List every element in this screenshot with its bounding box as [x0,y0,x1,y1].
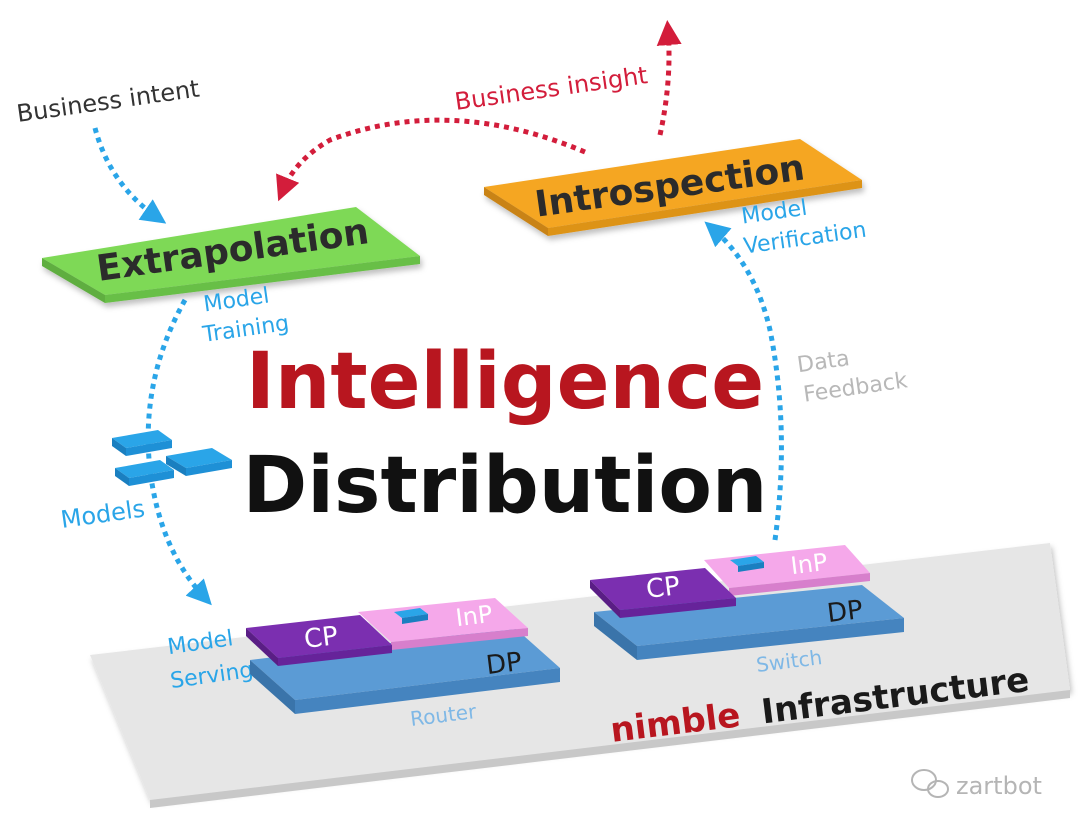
switch-dp-layer: DP [594,585,904,660]
models-icon [112,430,232,486]
router-dp-layer: DP [250,628,560,714]
router-inp-layer: InP [358,598,528,650]
data-feedback-line1: Data [796,346,851,378]
headline-intelligence: Intelligence [246,337,764,427]
business-intent-label: Business intent [15,75,201,128]
models-label: Models [59,494,147,533]
router-cp-layer: CP [246,615,392,666]
router-inp-label: InP [454,600,494,632]
router-cp-label: CP [302,621,339,655]
switch-inp-label: InP [789,548,829,580]
switch-cp-layer: CP [590,568,736,618]
watermark: zartbot [911,769,1042,800]
switch-dp-label: DP [825,595,864,629]
business-insight-label: Business insight [453,61,649,116]
data-feedback-arrow [704,221,784,541]
switch-cp-label: CP [644,571,681,605]
introspection-stage [484,139,862,236]
watermark-text: zartbot [956,772,1042,800]
router-device: DP InP CP Router [246,598,560,731]
extrapolation-stage [42,207,420,303]
wechat-icon [911,769,949,798]
headline-distribution: Distribution [243,441,768,531]
data-feedback-label: Data Feedback [796,346,910,407]
switch-device: DP InP CP Switch [590,545,904,677]
model-training-arrow [145,298,212,606]
business-insight-up-arrow [656,20,682,136]
router-dp-label: DP [484,647,523,681]
business-intent-arrow [92,127,167,224]
business-insight-feedback-arrow [276,117,586,202]
switch-inp-layer: InP [704,545,870,596]
